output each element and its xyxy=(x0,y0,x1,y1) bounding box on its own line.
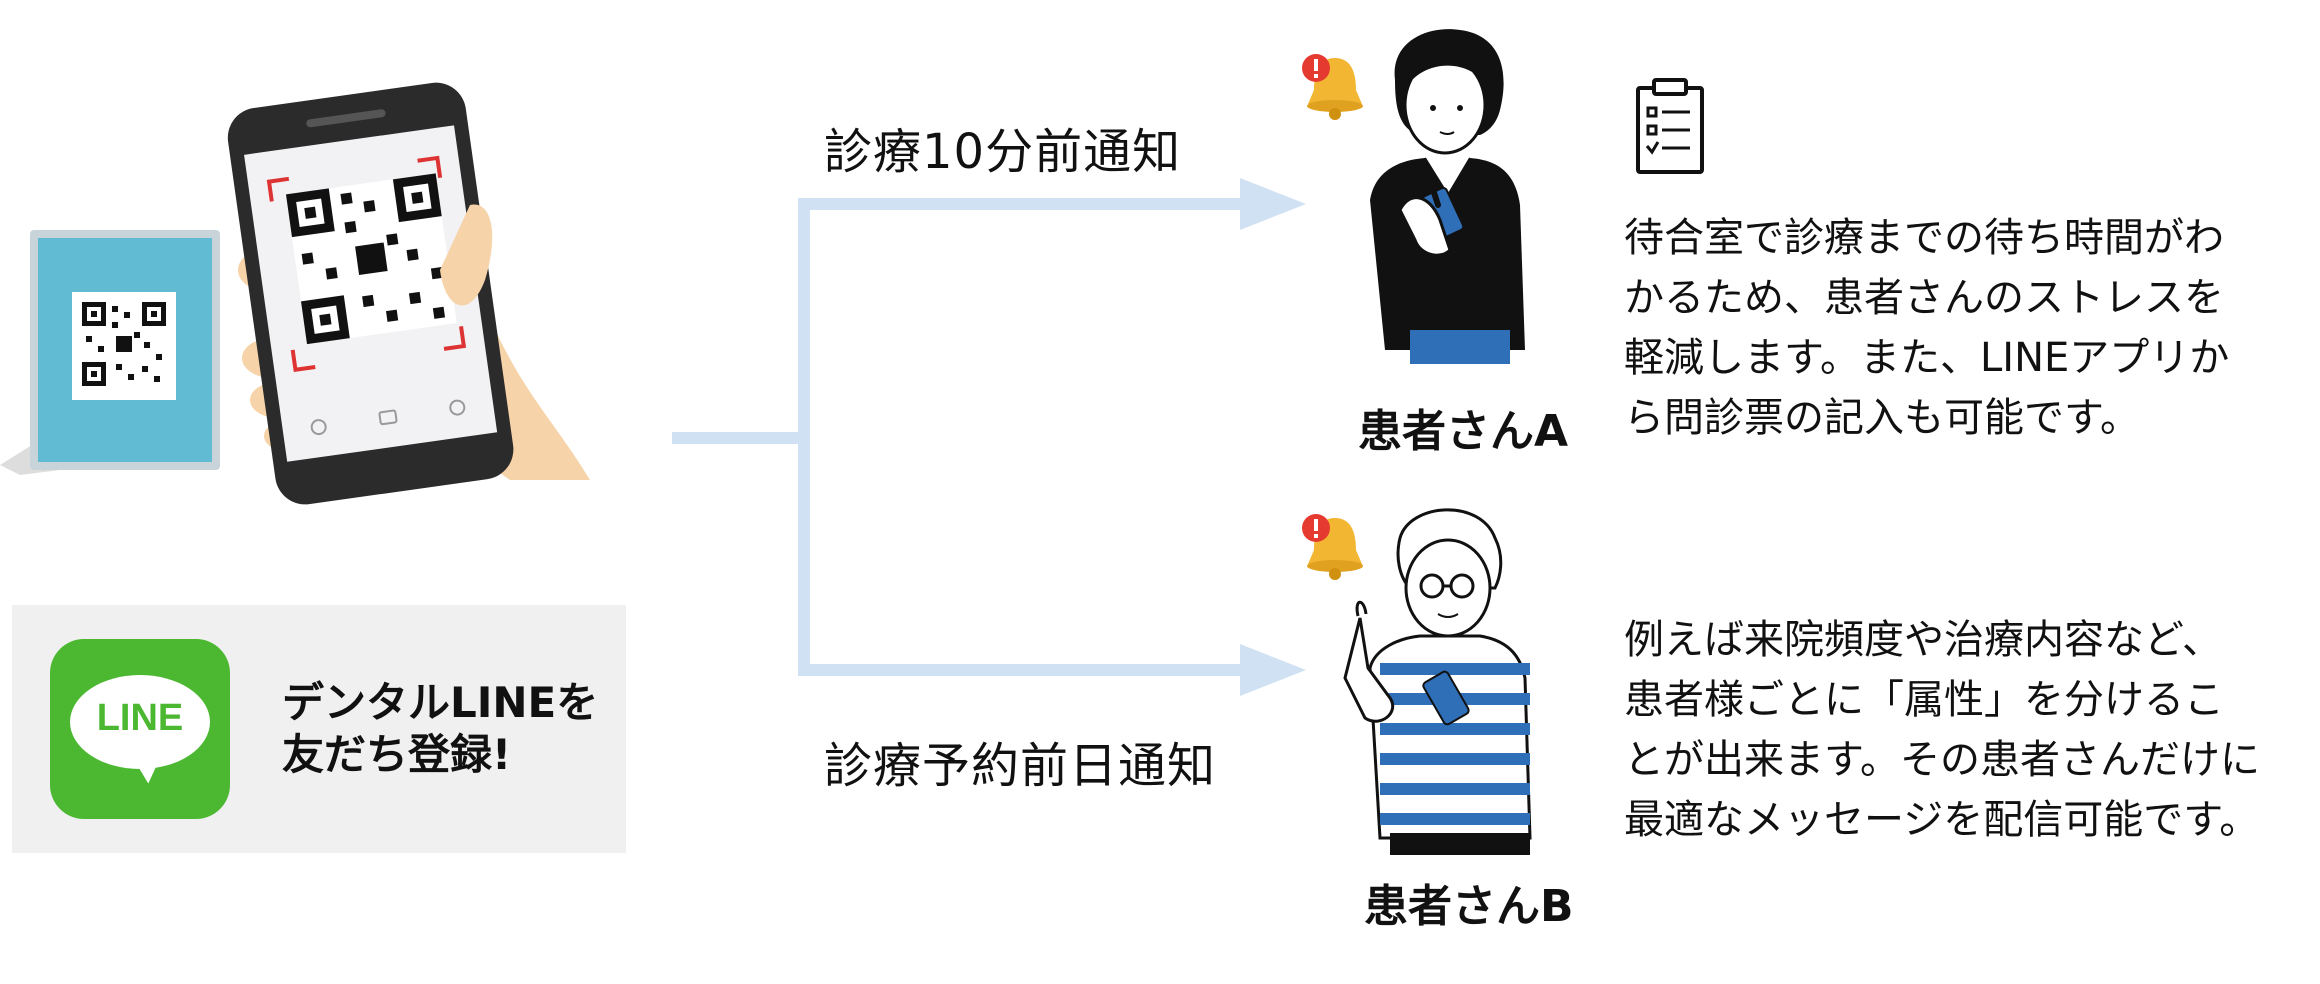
clipboard-checklist-icon xyxy=(1636,78,1704,174)
connector-bottom xyxy=(798,664,1260,676)
patient-a-illustration xyxy=(1370,29,1525,364)
qr-scan-illustration xyxy=(0,82,590,505)
line-friend-card: LINE デンタルLINEを 友だち登録! xyxy=(12,605,626,853)
label-day-before: 診療予約前日通知 xyxy=(824,738,1217,794)
desc-a-line-3: 軽減します。また、LINEアプリか xyxy=(1624,335,2230,381)
qr-code-icon xyxy=(82,302,166,386)
patient-b-illustration xyxy=(1343,508,1532,855)
patient-a-description: 待合室で診療までの待ち時間がわ かるため、患者さんのストレスを 軽減します。また… xyxy=(1624,208,2304,448)
connector-top xyxy=(798,198,1260,210)
desc-a-line-1: 待合室で診療までの待ち時間がわ xyxy=(1624,215,2224,261)
line-logo-text: LINE xyxy=(96,697,184,739)
bell-icon xyxy=(1302,54,1363,120)
qr-stand xyxy=(30,230,220,470)
smartphone-icon xyxy=(227,82,514,505)
arrowhead-bottom xyxy=(1240,644,1306,696)
label-10min-before: 診療10分前通知 xyxy=(824,124,1182,180)
arrowhead-top xyxy=(1240,178,1306,230)
cta-line-2: 友だち登録! xyxy=(282,730,512,779)
desc-b-line-1: 例えば来院頻度や治療内容など、 xyxy=(1624,617,2222,663)
thumb xyxy=(440,204,493,306)
desc-a-line-4: ら問診票の記入も可能です。 xyxy=(1624,395,2140,441)
line-cta-text: デンタルLINEを 友だち登録! xyxy=(282,677,598,781)
patient-b-description: 例えば来院頻度や治療内容など、 患者様ごとに「属性」を分けるこ とが出来ます。そ… xyxy=(1624,610,2304,850)
desc-b-line-4: 最適なメッセージを配信可能です。 xyxy=(1624,797,2260,843)
desc-b-line-3: とが出来ます。その患者さんだけに xyxy=(1624,737,2260,783)
desc-a-line-2: かるため、患者さんのストレスを xyxy=(1624,275,2224,321)
patient-a-name: 患者さんA xyxy=(1358,406,1569,457)
cta-line-1: デンタルLINEを xyxy=(282,678,599,727)
line-logo-icon: LINE xyxy=(50,639,230,819)
bell-icon xyxy=(1302,514,1363,580)
desc-b-line-2: 患者様ごとに「属性」を分けるこ xyxy=(1624,677,2224,723)
connector-vertical xyxy=(798,198,810,676)
connector-stem xyxy=(672,432,810,444)
patient-b-name: 患者さんB xyxy=(1364,881,1574,932)
